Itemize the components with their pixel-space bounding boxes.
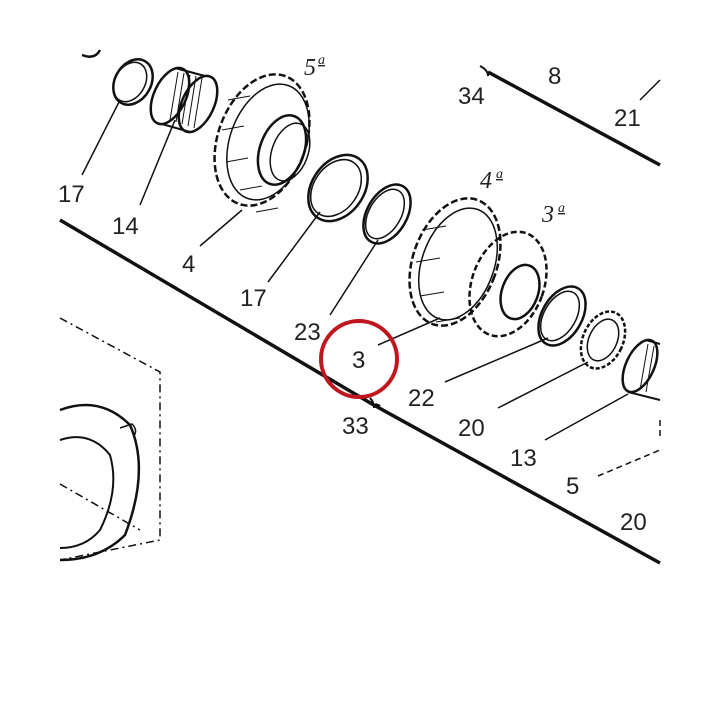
- leader-13: [544, 393, 629, 441]
- part-label-5: 5: [566, 473, 579, 500]
- leader-17-top: [81, 99, 121, 176]
- part-label-22: 22: [408, 385, 435, 412]
- gear-label-5a: 5 a: [304, 53, 325, 81]
- bracket-34: [479, 65, 497, 77]
- leader-17-mid: [267, 211, 321, 283]
- gear-label-4a-sup: a: [496, 167, 503, 182]
- leader-14: [139, 119, 176, 206]
- needle-bearing-13: [621, 338, 661, 401]
- part-label-3: 3: [352, 347, 365, 374]
- upper-shaft-line: [487, 70, 661, 167]
- part-label-14: 14: [112, 213, 139, 240]
- part-label-34: 34: [458, 83, 485, 110]
- gear-label-4a-num: 4: [480, 168, 492, 194]
- lower-shaft-line: [59, 218, 661, 565]
- snap-ring-17-top: [81, 49, 154, 106]
- part-label-21: 21: [614, 105, 641, 132]
- snap-ring-23: [362, 183, 412, 245]
- gear-3-cluster: [408, 197, 548, 338]
- part-label-33: 33: [342, 413, 369, 440]
- needle-bearing-14: [149, 66, 219, 134]
- leader-lines: [81, 79, 661, 477]
- leader-4: [199, 209, 243, 247]
- gear-label-3a-num: 3: [541, 202, 554, 228]
- gear-label-4a: 4 a: [480, 167, 503, 194]
- bracket-33: [369, 397, 381, 409]
- gear-label-3a-sup: a: [558, 201, 565, 216]
- snap-ring-17-middle: [307, 153, 369, 223]
- gear-label-5a-num: 5: [304, 55, 316, 81]
- part-label-13: 13: [510, 445, 537, 472]
- leader-3: [377, 317, 441, 346]
- highlight-circle: [319, 319, 399, 399]
- part-label-17-top: 17: [58, 181, 85, 208]
- part-label-8: 8: [548, 63, 561, 90]
- leader-5: [597, 449, 661, 477]
- leader-21: [639, 79, 661, 101]
- leader-23: [329, 239, 379, 316]
- leader-20: [497, 361, 589, 409]
- part-label-23: 23: [294, 319, 321, 346]
- part-label-20-b: 20: [620, 509, 647, 536]
- gear-4: [213, 73, 311, 213]
- part-label-20-a: 20: [458, 415, 485, 442]
- part-label-4: 4: [182, 251, 195, 278]
- gear-label-5a-sup: a: [318, 53, 325, 68]
- splined-washer-20: [579, 310, 627, 370]
- housing-part: [59, 317, 161, 562]
- gear-label-3a: 3 a: [541, 201, 565, 228]
- shaft-axis-lines: [59, 65, 661, 565]
- part-label-17-mid: 17: [240, 285, 267, 312]
- leader-22: [444, 337, 549, 383]
